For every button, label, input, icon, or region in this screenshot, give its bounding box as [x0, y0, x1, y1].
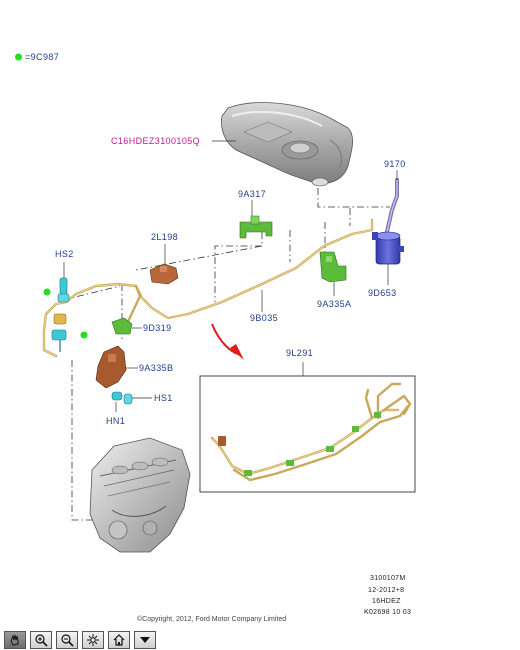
- zoom-out-icon: [61, 634, 74, 647]
- pipe-assembly-9l291[interactable]: [210, 382, 412, 482]
- fuel-tank[interactable]: [221, 102, 353, 187]
- copyright: ©Copyright, 2012, Ford Motor Company Lim…: [137, 615, 286, 623]
- label-hs2[interactable]: HS2: [55, 249, 74, 259]
- menu-arrow-icon: [140, 637, 150, 643]
- carbon-canister-9d653[interactable]: [372, 231, 404, 265]
- fuel-pipe-9b035[interactable]: [42, 218, 374, 358]
- viewer-toolbar: [0, 630, 520, 650]
- hose-hs2[interactable]: [57, 277, 70, 303]
- zoom-in-icon: [35, 634, 48, 647]
- pan-icon: [10, 634, 19, 646]
- label-9l291[interactable]: 9L291: [286, 348, 313, 358]
- vent-tube-9170[interactable]: [384, 178, 399, 238]
- legend-text: =9C987: [25, 52, 59, 62]
- tank-label[interactable]: C16HDEZ3100105Q: [111, 136, 200, 146]
- pan-button[interactable]: [4, 631, 26, 649]
- parts-diagram: =9C987 C16HDEZ3100105Q 9B035 9170: [15, 52, 416, 623]
- menu-arrow-button[interactable]: [134, 631, 156, 649]
- connector-cluster[interactable]: [51, 313, 67, 352]
- home-button[interactable]: [108, 631, 130, 649]
- label-hs1[interactable]: HS1: [154, 393, 173, 403]
- label-9b035[interactable]: 9B035: [250, 313, 278, 323]
- bracket-9a317[interactable]: [239, 215, 273, 239]
- footer-code-3: 16HDEZ: [372, 598, 401, 605]
- marker-9c987[interactable]: [43, 288, 51, 296]
- fit-icon: [87, 634, 99, 646]
- label-hn1[interactable]: HN1: [106, 416, 125, 426]
- marker-9c987[interactable]: [80, 331, 88, 339]
- fit-button[interactable]: [82, 631, 104, 649]
- engine-block[interactable]: [89, 437, 191, 553]
- bracket-9a335a[interactable]: [319, 251, 347, 283]
- label-9a335b[interactable]: 9A335B: [139, 363, 173, 373]
- home-icon: [113, 634, 125, 646]
- zoom-in-button[interactable]: [30, 631, 52, 649]
- label-9d653[interactable]: 9D653: [368, 288, 397, 298]
- label-9a317[interactable]: 9A317: [238, 189, 266, 199]
- label-2l198[interactable]: 2L198: [151, 232, 178, 242]
- clip-9d319[interactable]: [111, 317, 133, 335]
- bracket-2l198[interactable]: [149, 263, 179, 285]
- zoom-out-button[interactable]: [56, 631, 78, 649]
- hose-hs1[interactable]: [111, 391, 133, 405]
- footer-code-2: 12-2012+8: [368, 587, 404, 594]
- label-9d319[interactable]: 9D319: [143, 323, 172, 333]
- legend-marker: [15, 53, 22, 61]
- footer-code-4: K02698 10 03: [364, 609, 411, 616]
- label-9170[interactable]: 9170: [384, 159, 406, 169]
- label-9a335a[interactable]: 9A335A: [317, 299, 351, 309]
- bracket-9a335b[interactable]: [95, 345, 127, 389]
- footer-code-1: 3100107M: [370, 575, 405, 582]
